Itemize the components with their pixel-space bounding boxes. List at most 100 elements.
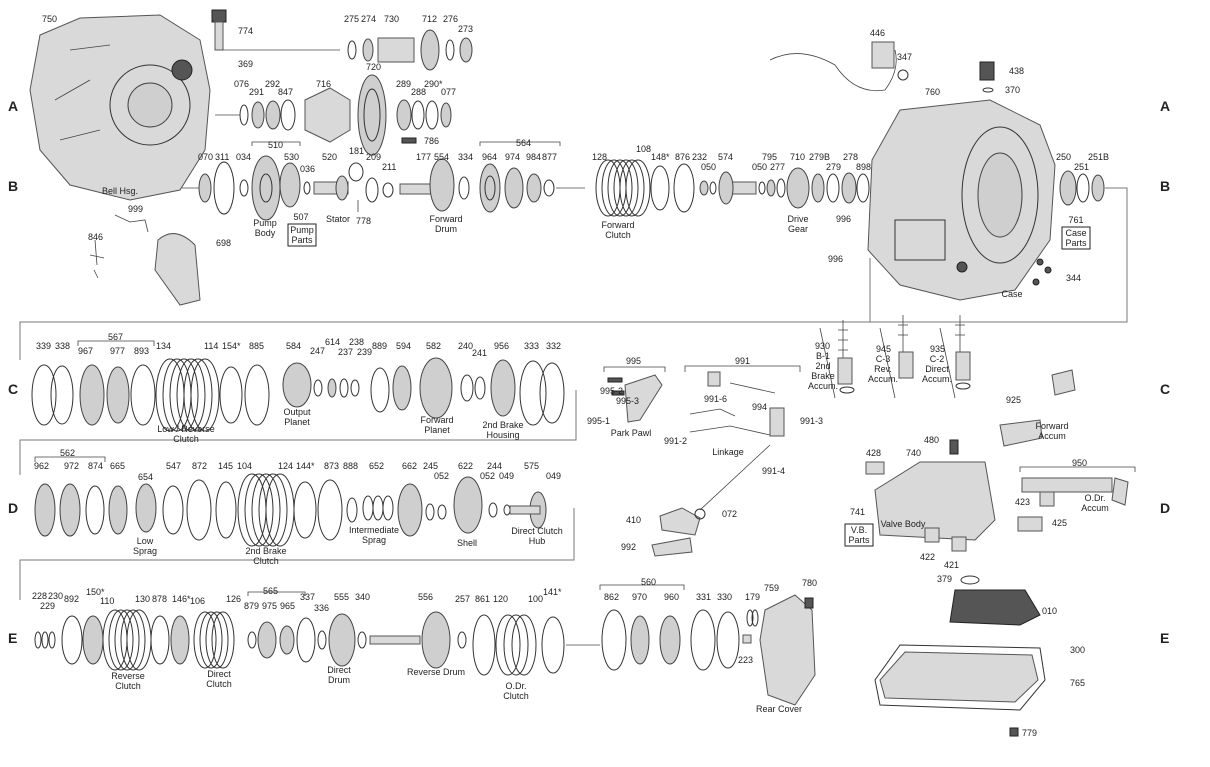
callout-861: 861 — [475, 594, 490, 604]
label-linkage: Linkage — [712, 447, 744, 457]
callout-974: 974 — [505, 152, 520, 162]
callout-228: 228 — [32, 591, 47, 601]
callout-336: 336 — [314, 603, 329, 613]
callout-575: 575 — [524, 461, 539, 471]
callout-877: 877 — [542, 152, 557, 162]
assembly-flow-lines — [19, 49, 1128, 600]
callout-106: 106 — [190, 596, 205, 606]
label-forward-accum-1: Forward — [1035, 421, 1068, 431]
callout-594: 594 — [396, 341, 411, 351]
accumulators — [837, 315, 971, 394]
part-callouts: 750 774 369 275 274 730 712 276 273 076 … — [32, 14, 1109, 738]
callout-995-1: 995-1 — [587, 416, 610, 426]
callout-333: 333 — [524, 341, 539, 351]
callout-991-4: 991-4 — [762, 466, 785, 476]
callout-148: 148* — [651, 152, 670, 162]
callout-034: 034 — [236, 152, 251, 162]
callout-274: 274 — [361, 14, 376, 24]
callout-925: 925 — [1006, 395, 1021, 405]
callout-070: 070 — [198, 152, 213, 162]
label-forward-drum-2: Drum — [435, 224, 457, 234]
label-forward-planet-2: Planet — [424, 425, 450, 435]
callout-984: 984 — [526, 152, 541, 162]
callout-716: 716 — [316, 79, 331, 89]
callout-247: 247 — [310, 346, 325, 356]
callout-876: 876 — [675, 152, 690, 162]
label-2nd-brake-housing-1: 2nd Brake — [482, 420, 523, 430]
label-odr-accum-2: Accum — [1081, 503, 1109, 513]
callout-560: 560 — [641, 577, 656, 587]
row-b-parts — [89, 155, 1105, 306]
callout-276: 276 — [443, 14, 458, 24]
bell-housing — [29, 14, 211, 201]
callout-340: 340 — [355, 592, 370, 602]
callout-134: 134 — [156, 341, 171, 351]
callout-991: 991 — [735, 356, 750, 366]
callout-344: 344 — [1066, 273, 1081, 283]
label-accum-b1-3: Brake — [811, 371, 835, 381]
label-pump-body-2: Body — [255, 228, 276, 238]
callout-273: 273 — [458, 24, 473, 34]
callout-956: 956 — [494, 341, 509, 351]
component-labels: Bell Hsg. Pump Body 507 Pump Parts Stato… — [102, 186, 1109, 714]
row-label-left-d: D — [8, 500, 18, 516]
callout-995-3: 995-3 — [616, 396, 639, 406]
callout-150: 150* — [86, 587, 105, 597]
label-intermediate-sprag-1: Intermediate — [349, 525, 399, 535]
label-rear-cover: Rear Cover — [756, 704, 802, 714]
callout-238: 238 — [349, 337, 364, 347]
row-label-right-a: A — [1160, 98, 1170, 114]
callout-778: 778 — [356, 216, 371, 226]
label-direct-clutch-hub-1: Direct Clutch — [511, 526, 563, 536]
row-label-right-e: E — [1160, 630, 1169, 646]
callout-786: 786 — [424, 136, 439, 146]
callout-779: 779 — [1022, 728, 1037, 738]
callout-930: 930 — [815, 341, 830, 351]
callout-935: 935 — [930, 344, 945, 354]
label-reverse-drum: Reverse Drum — [407, 667, 465, 677]
valve-body-and-pan — [865, 369, 1129, 737]
label-park-pawl: Park Pawl — [611, 428, 652, 438]
callout-977: 977 — [110, 346, 125, 356]
callout-209: 209 — [366, 152, 381, 162]
callout-847: 847 — [278, 87, 293, 97]
row-c-parts — [31, 357, 565, 432]
pump-parts-box — [287, 223, 317, 247]
callout-292: 292 — [265, 79, 280, 89]
label-direct-drum-1: Direct — [327, 665, 351, 675]
label-drive-gear-1: Drive — [787, 214, 808, 224]
callout-275: 275 — [344, 14, 359, 24]
label-accum-c2-1: C-2 — [930, 354, 945, 364]
label-case-parts-1: Case — [1065, 228, 1086, 238]
label-pump-parts-2: Parts — [291, 235, 313, 245]
callout-049: 049 — [499, 471, 514, 481]
callout-967: 967 — [78, 346, 93, 356]
callout-179: 179 — [745, 592, 760, 602]
callout-995-2: 995-2 — [600, 386, 623, 396]
callout-780: 780 — [802, 578, 817, 588]
callout-945: 945 — [876, 344, 891, 354]
label-stator: Stator — [326, 214, 350, 224]
callout-010: 010 — [1042, 606, 1057, 616]
callout-872: 872 — [192, 461, 207, 471]
callout-999: 999 — [128, 204, 143, 214]
callout-330: 330 — [717, 592, 732, 602]
label-accum-c2-2: Direct — [925, 364, 949, 374]
callout-277: 277 — [770, 162, 785, 172]
label-low-sprag-1: Low — [137, 536, 154, 546]
callout-052: 052 — [434, 471, 449, 481]
callout-244: 244 — [487, 461, 502, 471]
callout-072: 072 — [722, 509, 737, 519]
callout-795: 795 — [762, 152, 777, 162]
vb-parts-box — [844, 523, 874, 547]
callout-379: 379 — [937, 574, 952, 584]
callout-992: 992 — [621, 542, 636, 552]
label-direct-clutch-hub-2: Hub — [529, 536, 546, 546]
row-a-top-parts — [211, 9, 473, 156]
callout-996b: 996 — [828, 254, 843, 264]
callout-888: 888 — [343, 461, 358, 471]
callout-962: 962 — [34, 461, 49, 471]
callout-279: 279 — [826, 162, 841, 172]
callout-311: 311 — [215, 152, 229, 162]
callout-232: 232 — [692, 152, 707, 162]
